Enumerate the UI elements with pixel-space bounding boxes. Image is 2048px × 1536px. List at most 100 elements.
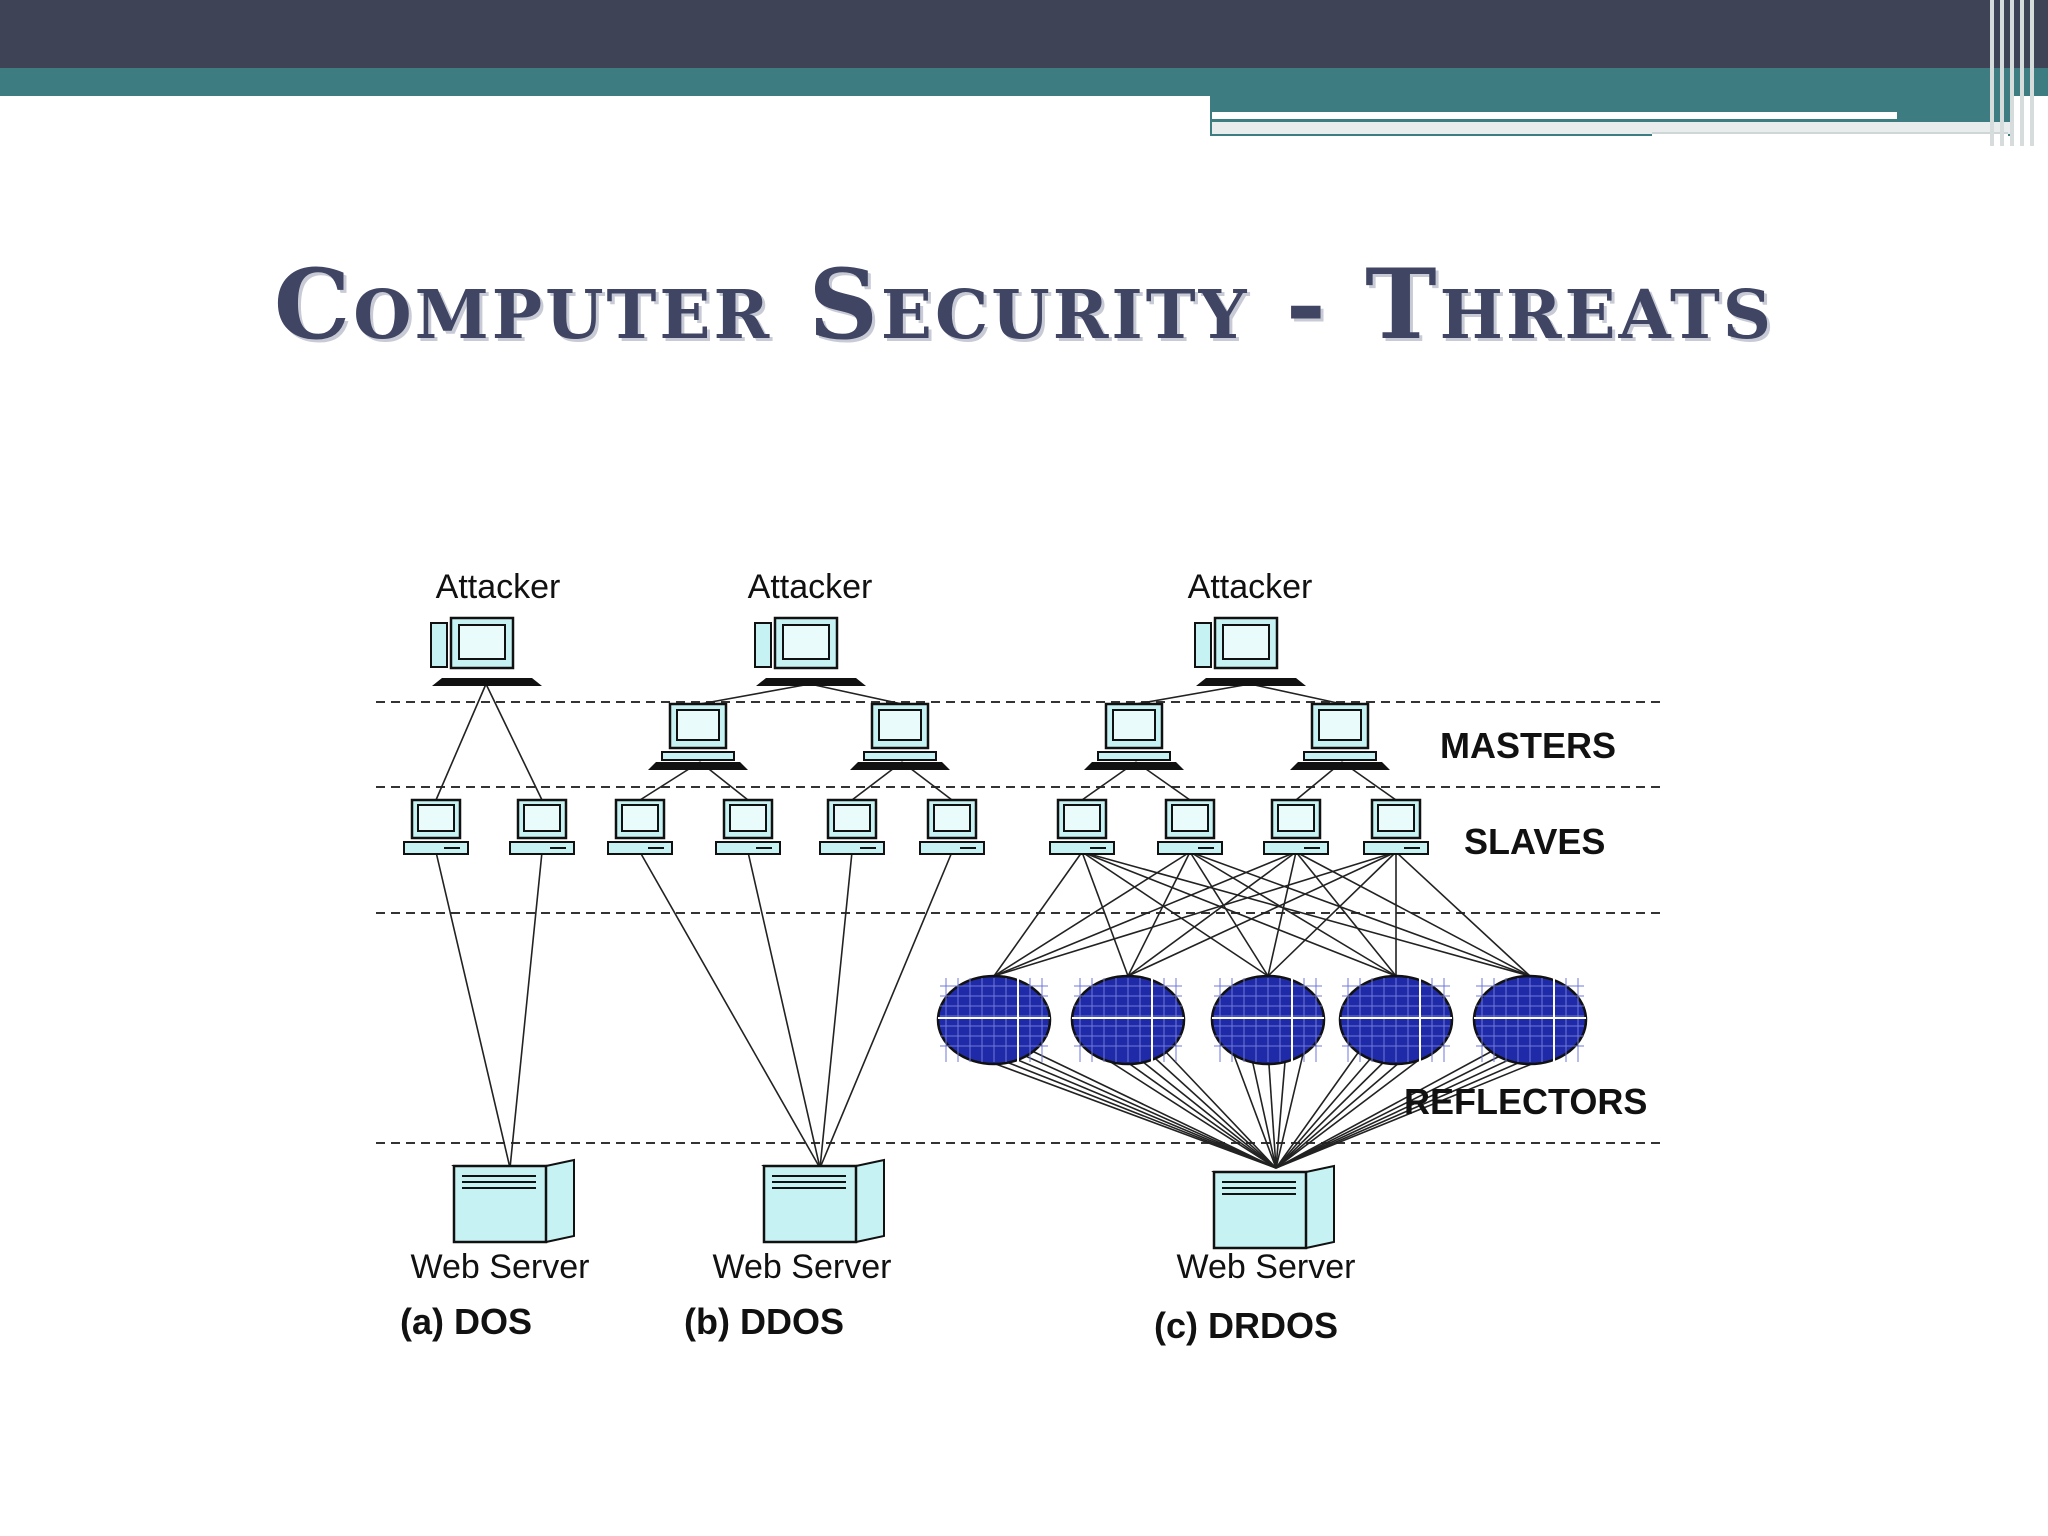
slave-computer-icon <box>1049 798 1115 855</box>
link-line <box>1189 851 1269 977</box>
link-line <box>1275 1049 1567 1169</box>
caption-ddos: (b) DDOS <box>684 1301 844 1342</box>
link-line <box>1275 1049 1513 1169</box>
link-line <box>1275 1049 1361 1169</box>
web-server-icon <box>451 1158 575 1244</box>
link-line <box>975 1049 1277 1169</box>
tier-separators <box>376 701 1662 1144</box>
link-line <box>1127 1049 1277 1169</box>
link-line <box>1275 1049 1531 1169</box>
link-line <box>639 851 821 1169</box>
attacker-label-a: Attacker <box>436 568 561 606</box>
slaves-label: SLAVES <box>1464 821 1605 862</box>
reflector-globe-icon <box>1210 974 1326 1066</box>
link-line <box>1295 851 1397 977</box>
link-line <box>1275 1049 1287 1169</box>
link-line <box>485 683 543 801</box>
link-line <box>1231 1049 1277 1169</box>
link-line <box>993 1049 1277 1169</box>
slave-computer-icon <box>1363 798 1429 855</box>
diagram-nodes <box>403 616 1588 1250</box>
web-server-icon <box>1211 1164 1335 1250</box>
link-line <box>993 851 1083 977</box>
link-line <box>1127 851 1397 977</box>
attacker-computer-icon <box>430 616 542 686</box>
link-line <box>1275 1049 1549 1169</box>
master-computer-icon <box>1084 702 1184 770</box>
link-line <box>1267 851 1397 977</box>
slave-computer-icon <box>1157 798 1223 855</box>
link-line <box>1081 851 1397 977</box>
link-line <box>1029 1049 1277 1169</box>
master-computer-icon <box>1290 702 1390 770</box>
link-line <box>1295 851 1531 977</box>
link-line <box>809 683 903 705</box>
web-server-icon <box>761 1158 885 1244</box>
slave-computer-icon <box>403 798 469 855</box>
link-line <box>1275 1049 1305 1169</box>
link-line <box>435 851 511 1169</box>
header-stripe <box>1212 112 1897 119</box>
link-line <box>957 1049 1277 1169</box>
link-line <box>1267 851 1297 977</box>
reflector-globe-icon <box>936 974 1052 1066</box>
master-computer-icon <box>850 702 950 770</box>
link-line <box>1275 1049 1397 1169</box>
reflector-globe-icon <box>1472 974 1588 1066</box>
web-server-label-a: Web Server <box>411 1248 590 1286</box>
link-line <box>1145 1049 1277 1169</box>
link-line <box>1249 683 1343 705</box>
header-dark-bar <box>0 0 2048 68</box>
header-stripe <box>1212 122 2012 134</box>
slide-title: Computer Security - Threats <box>273 248 1775 361</box>
link-line <box>699 683 811 705</box>
link-line <box>1127 851 1191 977</box>
link-line <box>1127 851 1297 977</box>
link-line <box>435 683 487 801</box>
caption-drdos: (c) DRDOS <box>1154 1305 1338 1346</box>
link-line <box>993 851 1297 977</box>
header-edge-lines <box>1986 0 2048 146</box>
slave-computer-icon <box>1263 798 1329 855</box>
link-line <box>1091 1049 1277 1169</box>
link-line <box>747 851 821 1169</box>
reflectors-label: REFLECTORS <box>1404 1081 1647 1122</box>
link-line <box>1275 1049 1415 1169</box>
reflector-globe-icon <box>1070 974 1186 1066</box>
link-line <box>1109 1049 1277 1169</box>
link-line <box>1189 851 1397 977</box>
attacker-computer-icon <box>1194 616 1306 686</box>
link-line <box>993 851 1397 977</box>
caption-dos: (a) DOS <box>400 1301 532 1342</box>
attacker-label-b: Attacker <box>748 568 873 606</box>
header-teal-bar <box>0 68 2048 96</box>
header-stripe <box>1652 132 2008 144</box>
link-line <box>1267 1049 1277 1169</box>
slave-computer-icon <box>715 798 781 855</box>
link-line <box>993 851 1191 977</box>
link-line <box>819 851 853 1169</box>
slave-computer-icon <box>919 798 985 855</box>
link-line <box>1395 851 1531 977</box>
link-line <box>1163 1049 1277 1169</box>
link-line <box>1249 1049 1277 1169</box>
slave-computer-icon <box>607 798 673 855</box>
link-line <box>1135 683 1251 705</box>
link-line <box>819 851 953 1169</box>
slave-computer-icon <box>509 798 575 855</box>
slave-computer-icon <box>819 798 885 855</box>
attacker-computer-icon <box>754 616 866 686</box>
link-line <box>1275 1049 1495 1169</box>
connection-lines <box>435 683 1567 1169</box>
attacker-label-c: Attacker <box>1188 568 1313 606</box>
web-server-label-c: Web Server <box>1177 1248 1356 1286</box>
link-line <box>1011 1049 1277 1169</box>
link-line <box>1275 1049 1433 1169</box>
masters-label: MASTERS <box>1440 725 1616 766</box>
link-line <box>1081 851 1269 977</box>
link-line <box>1081 851 1129 977</box>
link-line <box>1275 1049 1379 1169</box>
master-computer-icon <box>648 702 748 770</box>
web-server-label-b: Web Server <box>713 1248 892 1286</box>
